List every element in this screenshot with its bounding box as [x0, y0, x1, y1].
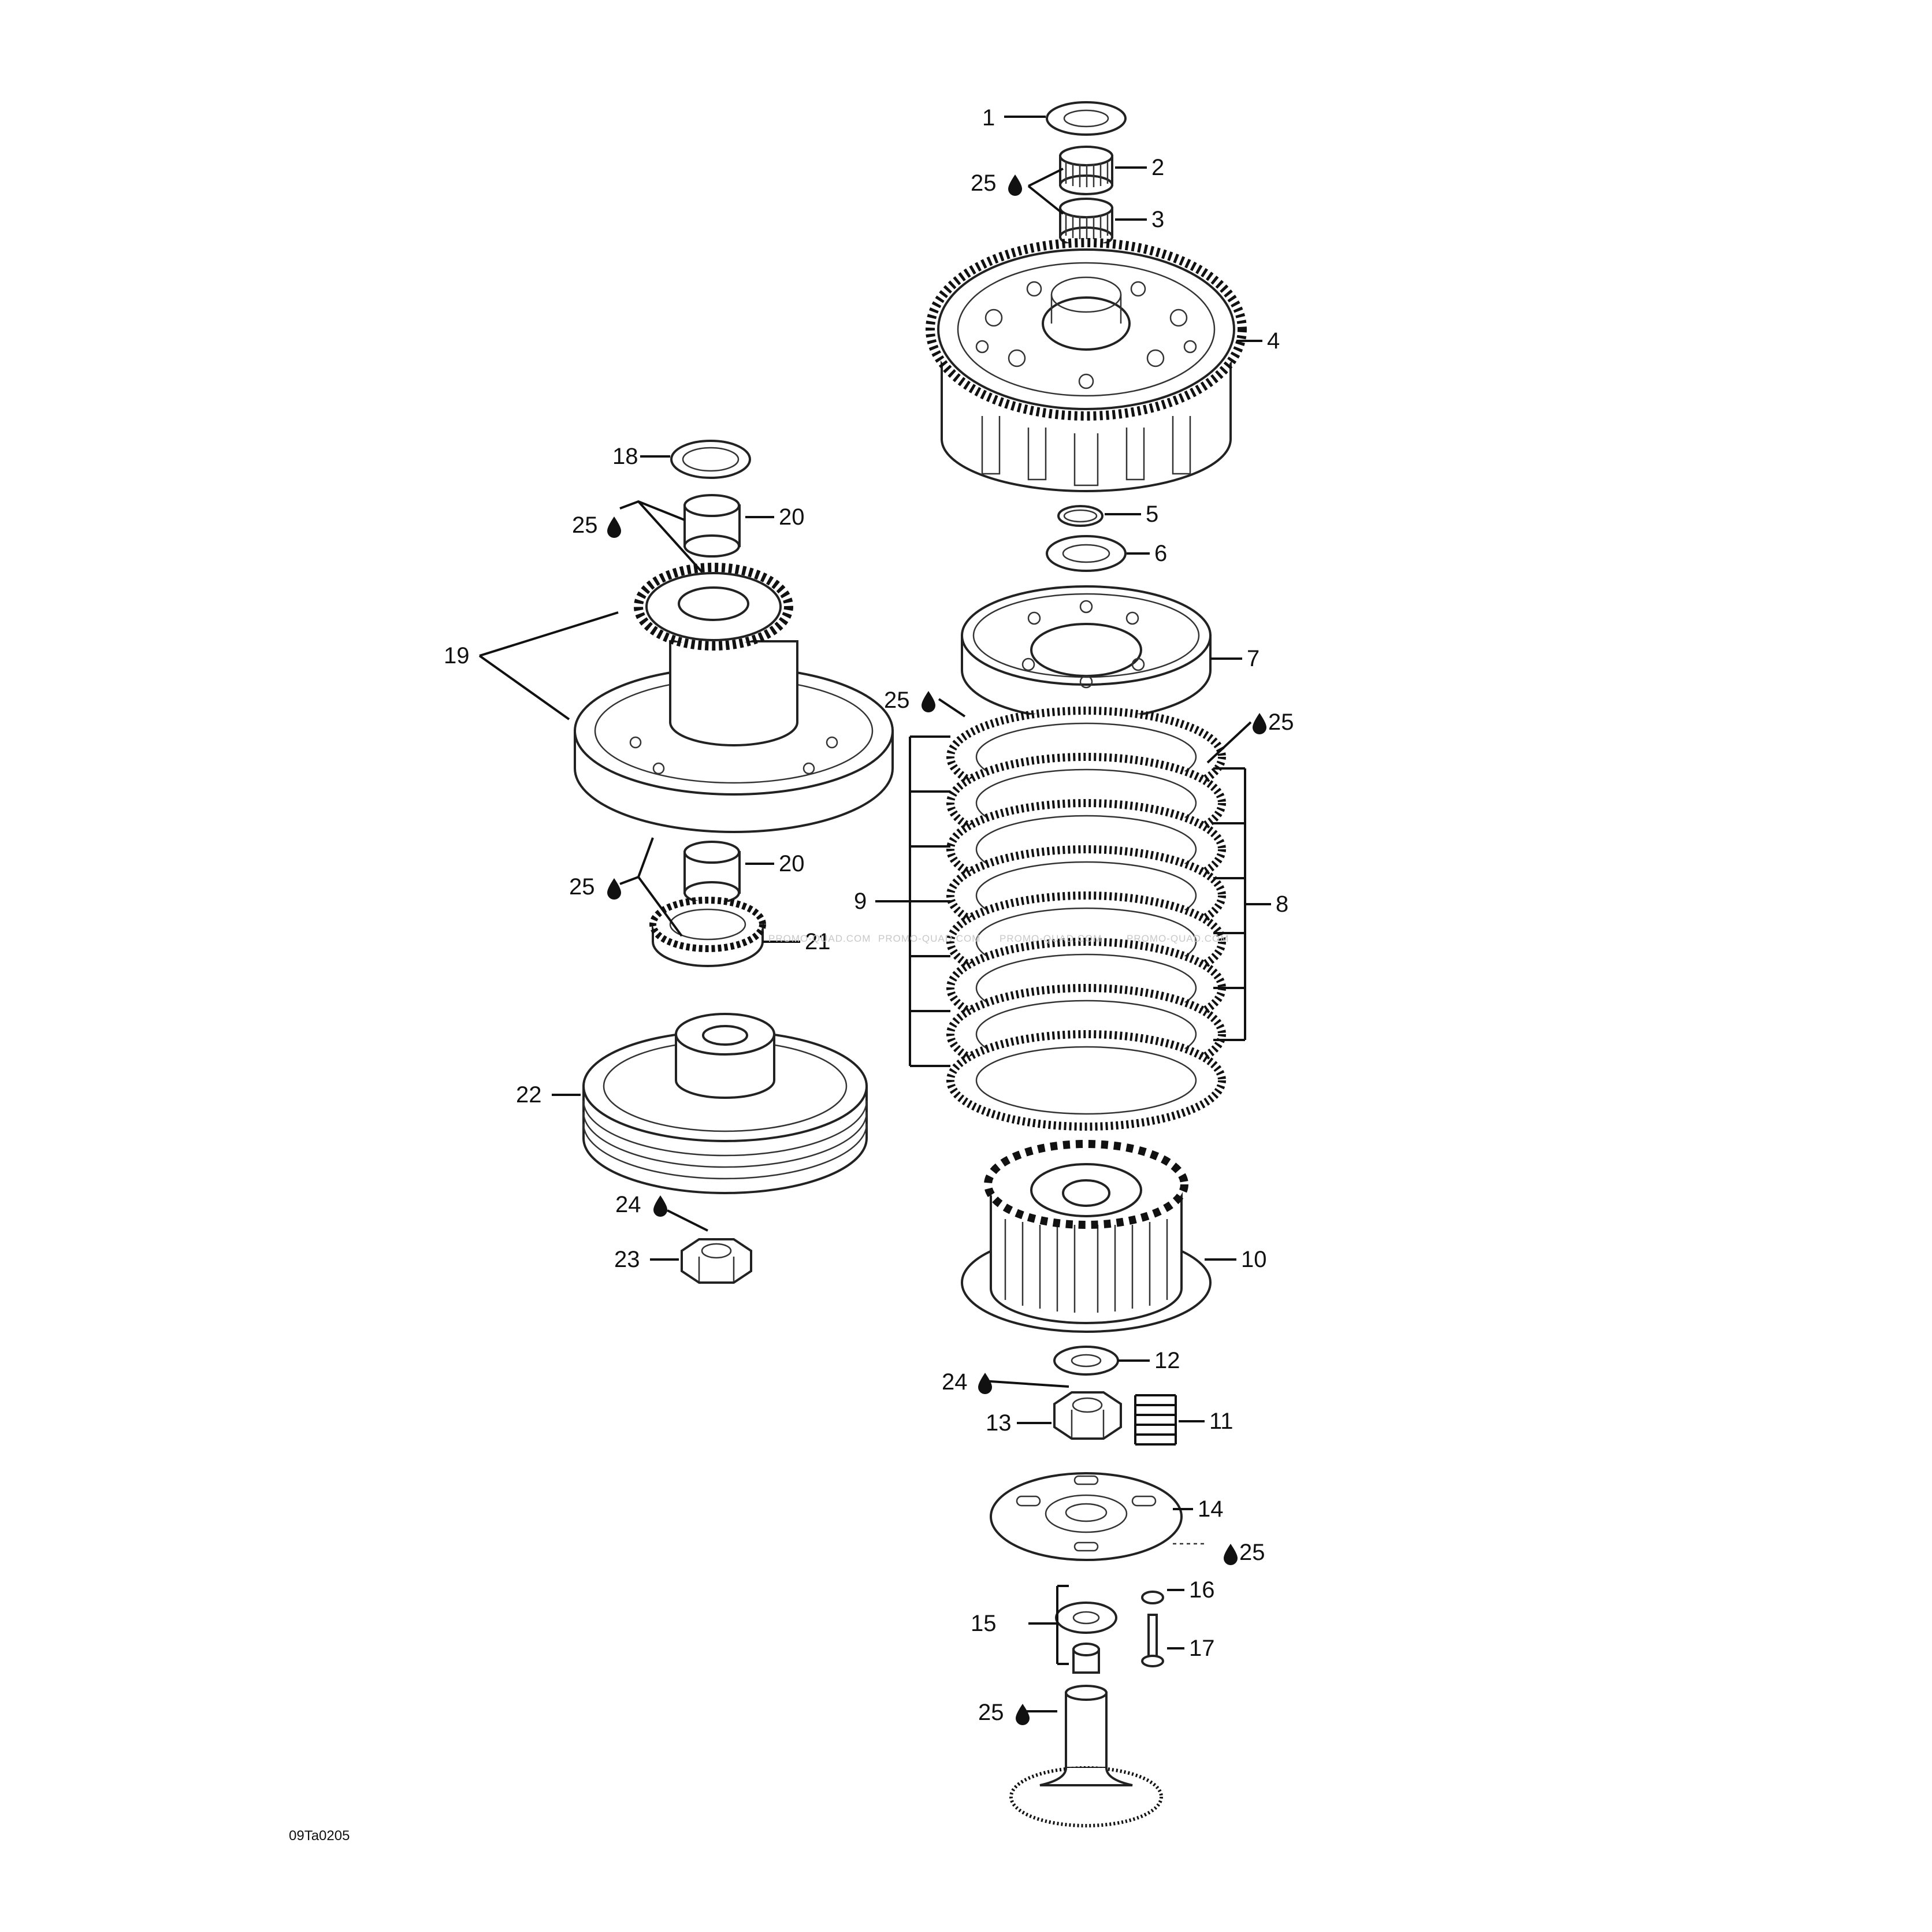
callout-labels: 1 2 3 4 5 6 7 8 9 10 11 12 13 14 15 16 1…	[444, 105, 1294, 1725]
callout-6: 6	[1154, 541, 1167, 566]
part-20-upper-bushing	[683, 494, 741, 558]
part-2-needle-bearing	[1059, 146, 1113, 195]
part-23-nut	[681, 1238, 752, 1284]
callout-5: 5	[1146, 501, 1158, 527]
oil-drop-icon	[1224, 1544, 1238, 1565]
oil-drop-icon	[978, 1373, 992, 1394]
oil-drop-icon	[653, 1195, 667, 1217]
oil-drop-icon	[1016, 1704, 1030, 1725]
part-11-spring	[1134, 1394, 1177, 1446]
callout-25-left-lower: 25	[569, 874, 595, 900]
callout-25-left-top: 25	[572, 512, 598, 538]
part-19-starter-gear-housing	[574, 563, 894, 833]
part-8-9-clutch-plates-stack	[946, 707, 1226, 1131]
callout-25-lifter: 25	[1239, 1540, 1265, 1565]
oil-drop-icon	[1253, 713, 1266, 734]
callout-22: 22	[516, 1082, 542, 1108]
callout-25-right-top: 25	[971, 170, 997, 196]
oil-drop-icon	[922, 691, 935, 712]
part-13-nut	[1053, 1391, 1122, 1440]
part-15-bearing-pusher	[1055, 1602, 1117, 1674]
callout-13: 13	[986, 1410, 1012, 1436]
callout-10: 10	[1241, 1247, 1267, 1272]
part-1-washer	[1046, 101, 1127, 136]
part-22-clutch-drum	[582, 1013, 868, 1194]
callout-14: 14	[1198, 1496, 1224, 1522]
callout-21: 21	[805, 929, 831, 954]
callout-25-pushrod: 25	[978, 1700, 1004, 1725]
part-14-lifter-plate	[990, 1472, 1183, 1561]
callout-19: 19	[444, 643, 470, 668]
callout-15: 15	[971, 1611, 997, 1636]
callout-17: 17	[1189, 1636, 1215, 1661]
watermark: PROMO-QUAD.COM PROMO-QUAD.COM PROMO-QUAD…	[768, 933, 1229, 944]
callout-12: 12	[1154, 1348, 1180, 1373]
part-21-sprag-clutch	[649, 897, 766, 967]
diagram-code: 09Ta0205	[289, 1828, 350, 1844]
callout-18: 18	[612, 444, 638, 469]
callout-23: 23	[614, 1247, 640, 1272]
leader-lines	[478, 116, 1271, 1712]
callout-4: 4	[1267, 328, 1280, 354]
callout-24-right: 24	[942, 1369, 968, 1395]
part-6-washer	[1046, 535, 1127, 572]
push-rod	[1009, 1685, 1163, 1827]
callout-3: 3	[1151, 207, 1164, 232]
part-10-clutch-hub	[961, 1140, 1212, 1333]
part-17-bolt	[1141, 1614, 1164, 1667]
callout-7: 7	[1247, 646, 1259, 671]
callout-16: 16	[1189, 1577, 1215, 1603]
callout-20-upper: 20	[779, 504, 805, 530]
callout-24-left: 24	[615, 1192, 641, 1217]
callout-20-lower: 20	[779, 851, 805, 876]
part-16-washer	[1141, 1591, 1164, 1604]
part-12-washer	[1053, 1346, 1119, 1376]
part-5-circlip	[1057, 505, 1104, 527]
watermark-text: PROMO-QUAD.COM	[1000, 933, 1102, 944]
callout-2: 2	[1151, 155, 1164, 180]
callout-1: 1	[982, 105, 995, 131]
part-4-clutch-housing-gear	[926, 238, 1247, 492]
oil-drop-icon	[1008, 174, 1022, 196]
watermark-text: PROMO-QUAD.COM	[768, 933, 871, 944]
watermark-text: PROMO-QUAD.COM	[1127, 933, 1229, 944]
part-3-needle-bearing	[1059, 198, 1113, 247]
callout-25-plates-left: 25	[884, 688, 910, 713]
oil-drop-icon	[607, 517, 621, 538]
part-20-lower-bushing	[683, 841, 741, 904]
callout-9: 9	[854, 889, 867, 914]
callout-11: 11	[1209, 1409, 1233, 1434]
callout-8: 8	[1276, 891, 1288, 917]
oil-drop-icon	[607, 878, 621, 900]
part-7-pressure-plate	[961, 585, 1212, 720]
callout-25-plates-right: 25	[1268, 709, 1294, 735]
watermark-text: PROMO-QUAD.COM	[878, 933, 980, 944]
part-18-washer	[670, 440, 751, 479]
